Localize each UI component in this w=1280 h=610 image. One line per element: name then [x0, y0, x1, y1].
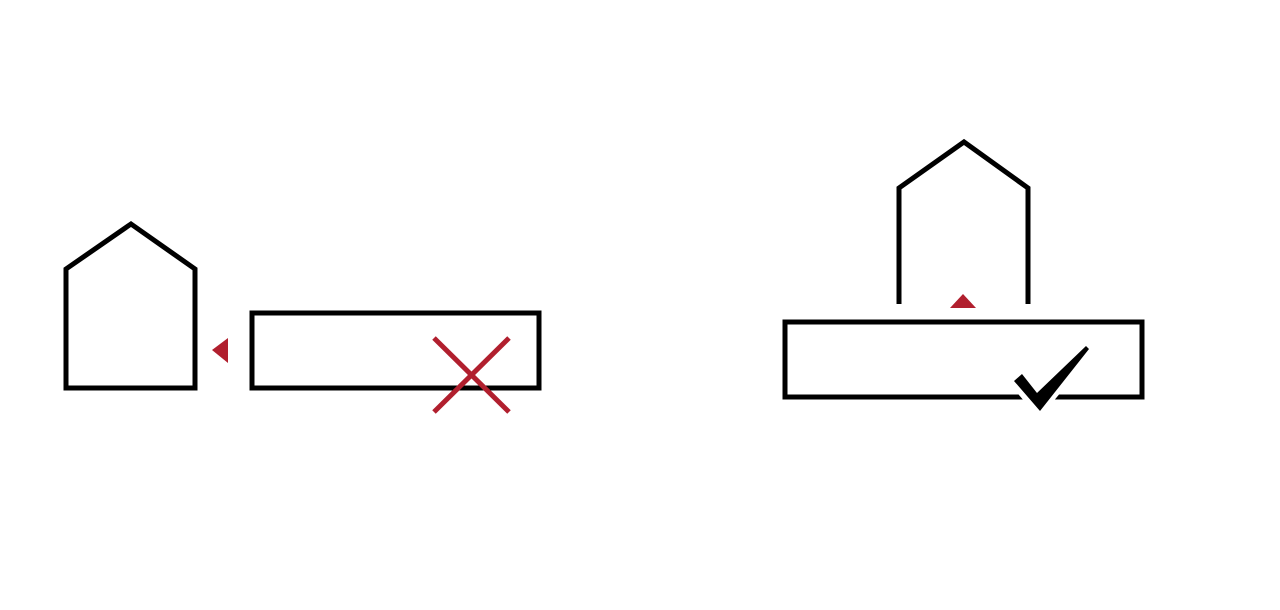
- house-icon: [63, 220, 198, 391]
- arrow-up-icon: [950, 294, 976, 308]
- arrow-left-icon: [212, 338, 228, 363]
- cross-icon: [432, 336, 511, 414]
- bar-icon: [249, 310, 542, 391]
- house-icon: [896, 138, 1031, 304]
- bar-icon: [782, 319, 1145, 400]
- incorrect-panel: [63, 220, 542, 414]
- checkmark-icon: [1014, 346, 1089, 411]
- correct-panel: [782, 138, 1145, 419]
